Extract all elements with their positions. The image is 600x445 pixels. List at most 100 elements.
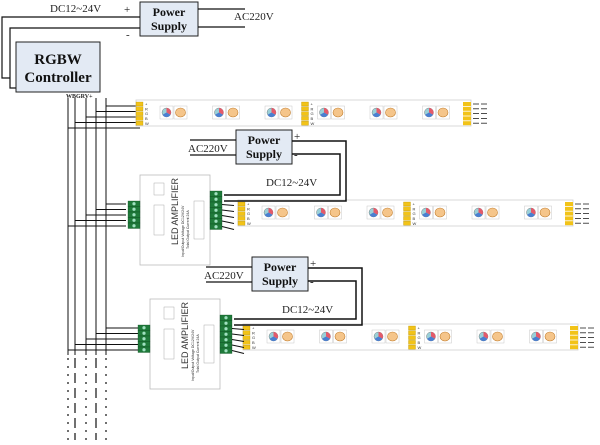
solder-pad [242,340,251,345]
led-strip-3: +RGBW+RGBW [242,323,594,351]
terminal-screw-icon [224,332,228,336]
white-led-icon [544,331,556,342]
signal-led [153,182,165,196]
solder-pad [463,106,471,111]
solder-pad [463,111,471,116]
white-led-icon [280,107,291,118]
terminal-screw-icon [132,218,136,222]
signal-bus [67,98,142,440]
solder-pad [135,116,144,121]
output-wire [221,220,235,224]
rgb-led-segment [425,112,433,117]
pin-label: W [311,121,315,126]
rgb-led-segment [326,332,331,339]
pin-label: W [247,221,251,226]
pin-label: R [418,330,421,335]
output-wire [221,226,235,230]
pin-label: G [418,335,421,340]
output-table [203,324,215,364]
white-led-icon [539,207,551,218]
solder-pad [237,211,246,216]
amplifier-body [149,298,221,390]
plus-label: + [294,131,300,143]
terminal-screw-icon [214,225,218,229]
pin-label: R [247,206,250,211]
rgb-led-segment [376,108,381,115]
amplifier-spec: Total Output Current 24A [196,334,200,373]
solder-pad [463,116,471,121]
dc-wire-positive [234,267,363,326]
terminal-screw-icon [142,348,146,352]
white-led-icon [434,207,446,218]
terminal-screw-icon [214,203,218,207]
rgb-led-segment [378,332,383,339]
solder-pad [570,335,578,340]
rgb-led-segment [374,336,383,341]
solder-pad [403,216,411,221]
rgb-led-segment [320,112,328,117]
terminal-screw-icon [214,208,218,212]
rgb-led-segment [532,336,540,341]
amplifier-spec: Input/Output Voltage DC12V/24V [181,205,185,257]
pin-label: R [145,106,148,111]
solder-pad [237,201,246,207]
output-wire [231,344,245,348]
white-led-icon [282,331,293,342]
solder-pad [301,101,309,107]
solder-pad [301,111,309,116]
white-led-icon [227,107,239,118]
pin-label: G [252,335,255,340]
solder-pad [408,325,416,331]
pin-label: G [247,211,250,216]
pin-label: R [311,106,314,111]
pin-label: W [418,345,422,350]
output-wire [231,339,245,342]
solder-pad [565,221,573,226]
rgb-led-segment [531,208,536,215]
pin-label: + [247,202,250,207]
dc-voltage-label: DC12~24V [50,3,101,15]
pin-label: R [413,206,416,211]
terminal-screw-icon [214,192,218,196]
pin-label: B [145,116,148,121]
terminal-screw-icon [224,349,228,353]
white-led-icon [329,207,341,218]
power-supply-label-1: Power [153,5,186,19]
output-wire [221,204,235,206]
amplifier-body [139,174,211,266]
white-led-icon [334,331,346,342]
white-led-icon [387,331,398,342]
solder-pad [408,335,416,340]
pin-label: R [252,330,255,335]
solder-pad [408,345,416,350]
amplifier-label: LED AMPLIFIER [170,177,180,245]
output-wire [221,215,235,218]
white-led-icon [439,331,451,342]
signal-led [163,306,175,320]
dc-voltage-label: DC12~24V [266,177,317,189]
power-supply-label-2: Supply [246,147,282,161]
rgb-led-segment [162,112,171,117]
solder-pad [135,111,144,116]
terminal-screw-icon [224,316,228,320]
power-supply-box [235,129,293,165]
pin-label: B [413,216,416,221]
led-strips: +RGBW+RGBW+RGBW+RGBW+RGBW+RGBW [135,99,594,351]
solder-pad [135,121,144,126]
input-table [153,204,165,236]
terminal-screw-icon [142,331,146,335]
solder-pad [463,102,471,106]
solder-pad [463,121,471,126]
rgb-led-segment [269,336,278,341]
led-strip-1: +RGBW+RGBW [135,99,487,127]
dc-voltage-label: DC12~24V [282,304,333,316]
plus-label: + [124,4,130,16]
solder-pad [565,211,573,216]
solder-pad [570,330,578,335]
solder-pad [237,216,246,221]
rgb-led-segment [431,332,436,339]
rgb-led-segment [166,108,171,115]
terminal-screw-icon [142,342,146,346]
